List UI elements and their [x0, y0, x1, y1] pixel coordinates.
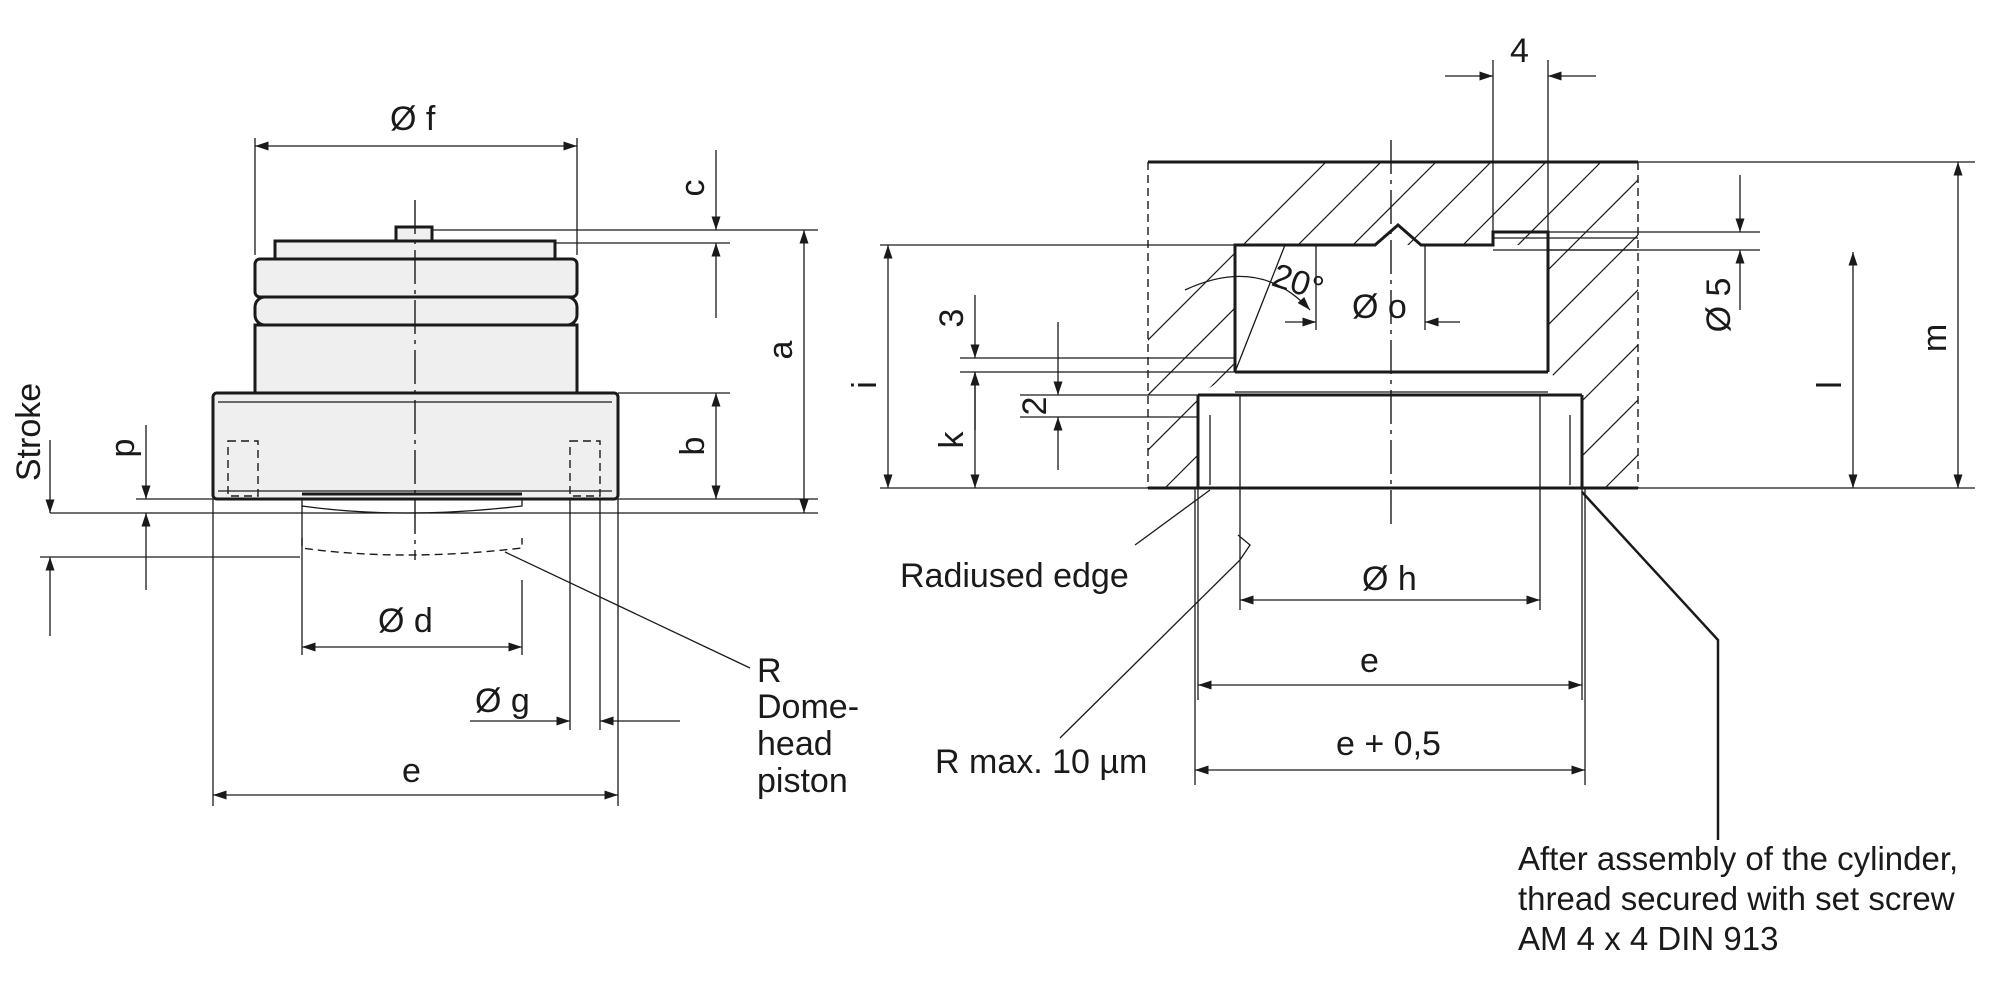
thread-hole-left — [227, 440, 259, 497]
dim-2: 2 — [1016, 397, 1054, 416]
assembly-note-line-2: thread secured with set screw — [1518, 880, 1955, 917]
dim-a: a — [762, 340, 800, 359]
dim-3: 3 — [933, 309, 971, 328]
top-pin — [394, 225, 434, 243]
bore-outline — [1233, 223, 1550, 372]
dim-4: 4 — [1510, 32, 1529, 70]
dim-p: p — [104, 439, 142, 458]
neck — [253, 323, 579, 395]
callout-dome: Dome- — [757, 688, 859, 726]
assembly-note-leader — [1581, 491, 1720, 840]
dim-b: b — [674, 437, 712, 456]
dim-20-deg: 20° — [1268, 256, 1329, 308]
callout-head: head — [757, 725, 833, 763]
right-dimensions: 4 20° Ø o Ø 5 3 2 i k — [846, 32, 1975, 957]
dim-i: i — [846, 381, 884, 389]
assembly-note-line-1: After assembly of the cylinder, — [1518, 840, 1958, 877]
r-max-leader — [1059, 534, 1251, 739]
dim-diameter-5: Ø 5 — [1700, 278, 1738, 333]
assembly-note-line-3: AM 4 x 4 DIN 913 — [1518, 920, 1778, 957]
dim-diameter-h: Ø h — [1362, 560, 1417, 598]
dim-diameter-o: Ø o — [1352, 288, 1407, 326]
middle-ring — [253, 295, 579, 327]
radiused-edge-leader — [1134, 489, 1211, 546]
dome-callout-leader — [504, 551, 751, 669]
dim-k: k — [933, 431, 971, 449]
callout-r: R — [757, 652, 782, 690]
left-dimensions: Ø f c a b p Stroke Ø d — [10, 100, 859, 806]
dim-e-plus: e + 0,5 — [1336, 725, 1441, 763]
upper-ring — [253, 257, 579, 299]
r-max-label: R max. 10 µm — [935, 743, 1147, 781]
callout-piston: piston — [757, 762, 848, 800]
dim-c: c — [674, 180, 712, 197]
dim-diameter-g: Ø g — [475, 682, 530, 720]
dim-stroke: Stroke — [10, 383, 48, 481]
dim-e-right: e — [1360, 642, 1379, 680]
dim-diameter-f: Ø f — [390, 100, 436, 138]
thread-hole-right — [569, 440, 601, 497]
section-hatching — [1148, 162, 1638, 488]
dome-piston-extended — [301, 538, 523, 556]
dim-l: l — [1811, 381, 1849, 389]
radiused-edge-label: Radiused edge — [900, 557, 1129, 595]
dim-diameter-d: Ø d — [378, 602, 433, 640]
right-view-installation — [1147, 140, 1639, 530]
left-view-cylinder — [211, 200, 620, 560]
dim-m: m — [1916, 324, 1954, 352]
dim-e-left: e — [402, 752, 421, 790]
